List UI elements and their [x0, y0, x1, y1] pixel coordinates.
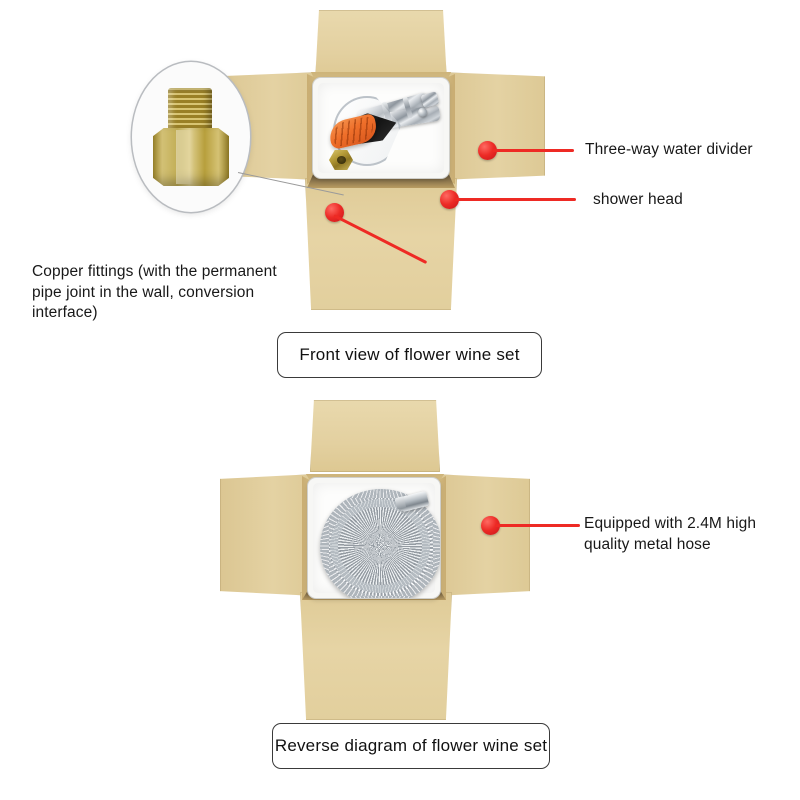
- marker-three-way-water-divider[interactable]: [478, 141, 497, 160]
- box-flap-top: [315, 10, 447, 82]
- caption-box-front-view: Front view of flower wine set: [277, 332, 542, 378]
- leader-three-way-water-divider: [492, 149, 574, 152]
- cardboard-box-front: [215, 10, 545, 310]
- caption-box-reverse-view: Reverse diagram of flower wine set: [272, 723, 550, 769]
- cardboard-box-reverse: [220, 400, 582, 720]
- fitting-facet-highlight: [176, 130, 194, 184]
- annotation-label-shower-head: shower head: [593, 191, 683, 208]
- annotation-three-way-water-divider: Three-way water divider: [585, 140, 795, 161]
- annotation-copper-fittings: Copper fittings (with the permanent pipe…: [32, 262, 332, 324]
- box-flap-bottom: [305, 178, 457, 310]
- box-flap-left-reverse: [220, 474, 316, 596]
- foam-tray-front: [313, 78, 449, 178]
- box-flap-top-reverse: [310, 400, 440, 472]
- caption-reverse-view-text: Reverse diagram of flower wine set: [274, 736, 548, 755]
- copper-line-1: Copper fittings (with the permanent: [32, 263, 277, 280]
- copper-fitting-magnifier-callout: [132, 62, 250, 212]
- copper-line-2: pipe joint in the wall, conversion: [32, 283, 255, 301]
- metal-hose-coil-inner-sheen: [330, 499, 430, 593]
- foam-tray-reverse: [308, 478, 440, 598]
- reverse-view-section: Equipped with 2.4M high quality metal ho…: [0, 390, 800, 800]
- box-flap-right-reverse: [434, 474, 530, 596]
- hose-line-2: quality metal hose: [584, 535, 711, 553]
- hose-line-1: Equipped with 2.4M high: [584, 515, 757, 532]
- product-copper-fitting: [329, 148, 355, 172]
- annotation-metal-hose: Equipped with 2.4M high quality metal ho…: [584, 514, 800, 555]
- marker-metal-hose[interactable]: [481, 516, 500, 535]
- annotation-label-divider: Three-way water divider: [585, 141, 753, 158]
- fitting-hex-body-icon: [153, 128, 229, 186]
- leader-shower-head: [454, 198, 576, 201]
- leader-metal-hose: [495, 524, 580, 527]
- caption-front-view-text: Front view of flower wine set: [299, 345, 520, 364]
- annotation-shower-head: shower head: [593, 190, 773, 211]
- fitting-thread-icon: [168, 88, 212, 132]
- box-flap-bottom-reverse: [300, 592, 452, 720]
- front-view-section: Three-way water divider shower head Copp…: [0, 0, 800, 390]
- marker-shower-head[interactable]: [440, 190, 459, 209]
- copper-line-3: interface): [32, 304, 98, 322]
- box-flap-right: [439, 72, 545, 180]
- copper-fitting-bore: [337, 156, 346, 164]
